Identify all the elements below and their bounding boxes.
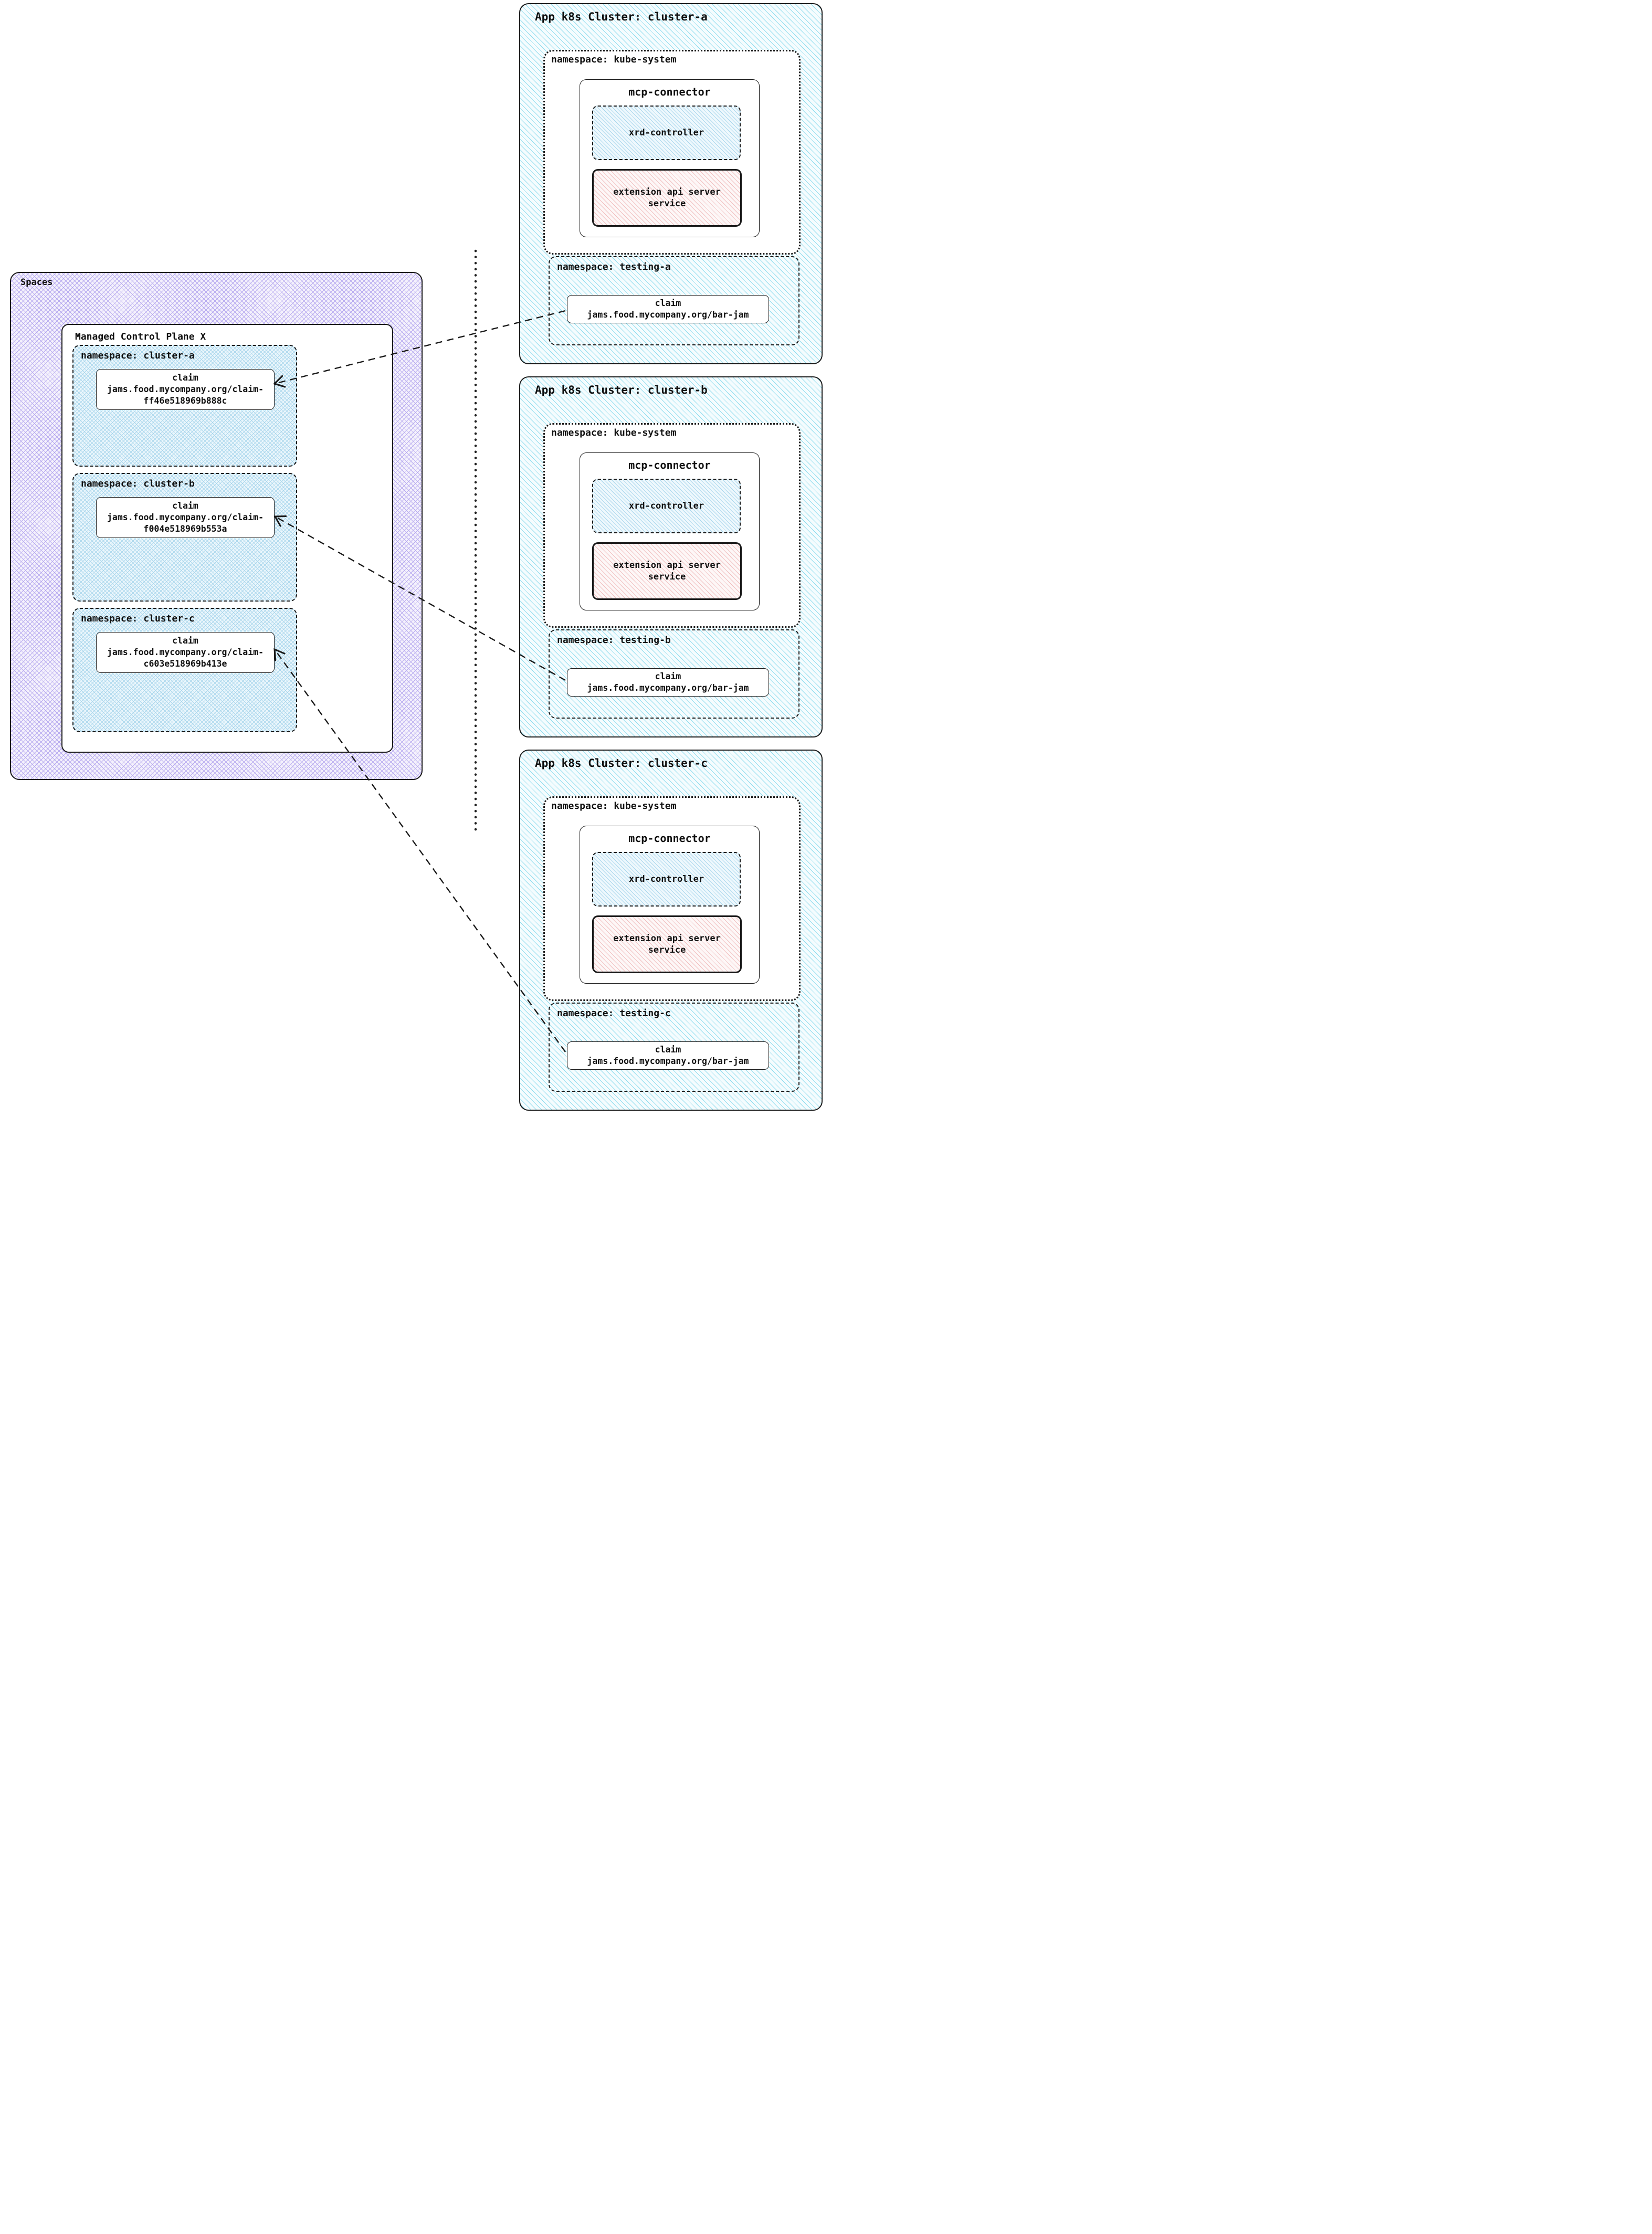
cluster-a-namespace-kube-system: namespace: kube-system mcp-connector xrd…: [543, 50, 801, 255]
app-cluster-a-title: App k8s Cluster: cluster-a: [535, 10, 708, 23]
cluster-c-testing-label: namespace: testing-c: [557, 1008, 671, 1019]
cluster-b-namespace-kube-system: namespace: kube-system mcp-connector xrd…: [543, 423, 801, 628]
cluster-c-kube-system-label: namespace: kube-system: [551, 800, 677, 812]
cluster-c-mcp-connector-label: mcp-connector: [628, 832, 711, 845]
cluster-a-namespace-testing: namespace: testing-a claim jams.food.myc…: [549, 256, 799, 345]
app-cluster-b-title: App k8s Cluster: cluster-b: [535, 384, 708, 396]
diagram-canvas: Spaces Managed Control Plane X namespace…: [0, 0, 826, 1117]
cluster-a-kube-system-label: namespace: kube-system: [551, 54, 677, 65]
namespace-cluster-b: namespace: cluster-b claim jams.food.myc…: [72, 473, 297, 602]
cluster-b-extension-api-server-service: extension api server service: [592, 542, 742, 600]
cluster-b-mcp-connector: mcp-connector xrd-controller extension a…: [580, 452, 760, 610]
namespace-cluster-c-label: namespace: cluster-c: [81, 613, 195, 624]
app-cluster-c: App k8s Cluster: cluster-c namespace: ku…: [519, 750, 823, 1111]
app-cluster-c-title: App k8s Cluster: cluster-c: [535, 757, 708, 770]
cluster-a-claim-bar-jam: claim jams.food.mycompany.org/bar-jam: [567, 295, 769, 323]
spaces-label: Spaces: [20, 277, 53, 288]
namespace-cluster-a-label: namespace: cluster-a: [81, 350, 195, 361]
app-cluster-b: App k8s Cluster: cluster-b namespace: ku…: [519, 376, 823, 737]
claim-cluster-b: claim jams.food.mycompany.org/claim- f00…: [96, 497, 275, 538]
cluster-c-mcp-connector: mcp-connector xrd-controller extension a…: [580, 826, 760, 984]
managed-control-plane: Managed Control Plane X namespace: clust…: [61, 324, 393, 753]
cluster-a-extension-api-server-service: extension api server service: [592, 169, 742, 227]
cluster-b-xrd-controller: xrd-controller: [592, 479, 741, 533]
spaces-container: Spaces Managed Control Plane X namespace…: [10, 272, 423, 780]
cluster-b-claim-bar-jam: claim jams.food.mycompany.org/bar-jam: [567, 668, 769, 697]
cluster-a-xrd-controller: xrd-controller: [592, 106, 741, 160]
app-cluster-a: App k8s Cluster: cluster-a namespace: ku…: [519, 3, 823, 364]
cluster-c-namespace-testing: namespace: testing-c claim jams.food.myc…: [549, 1003, 799, 1092]
cluster-c-extension-api-server-service: extension api server service: [592, 915, 742, 973]
namespace-cluster-a: namespace: cluster-a claim jams.food.myc…: [72, 345, 297, 467]
cluster-b-namespace-testing: namespace: testing-b claim jams.food.myc…: [549, 629, 799, 719]
cluster-a-mcp-connector-label: mcp-connector: [628, 86, 711, 98]
claim-cluster-c: claim jams.food.mycompany.org/claim- c60…: [96, 632, 275, 673]
cluster-c-xrd-controller: xrd-controller: [592, 852, 741, 907]
cluster-a-mcp-connector: mcp-connector xrd-controller extension a…: [580, 79, 760, 237]
cluster-b-kube-system-label: namespace: kube-system: [551, 427, 677, 438]
namespace-cluster-c: namespace: cluster-c claim jams.food.myc…: [72, 608, 297, 732]
cluster-a-testing-label: namespace: testing-a: [557, 261, 671, 272]
cluster-b-testing-label: namespace: testing-b: [557, 635, 671, 646]
managed-control-plane-label: Managed Control Plane X: [75, 331, 206, 342]
cluster-b-mcp-connector-label: mcp-connector: [628, 459, 711, 471]
namespace-cluster-b-label: namespace: cluster-b: [81, 478, 195, 489]
claim-cluster-a: claim jams.food.mycompany.org/claim- ff4…: [96, 369, 275, 410]
cluster-c-claim-bar-jam: claim jams.food.mycompany.org/bar-jam: [567, 1041, 769, 1070]
cluster-c-namespace-kube-system: namespace: kube-system mcp-connector xrd…: [543, 796, 801, 1001]
